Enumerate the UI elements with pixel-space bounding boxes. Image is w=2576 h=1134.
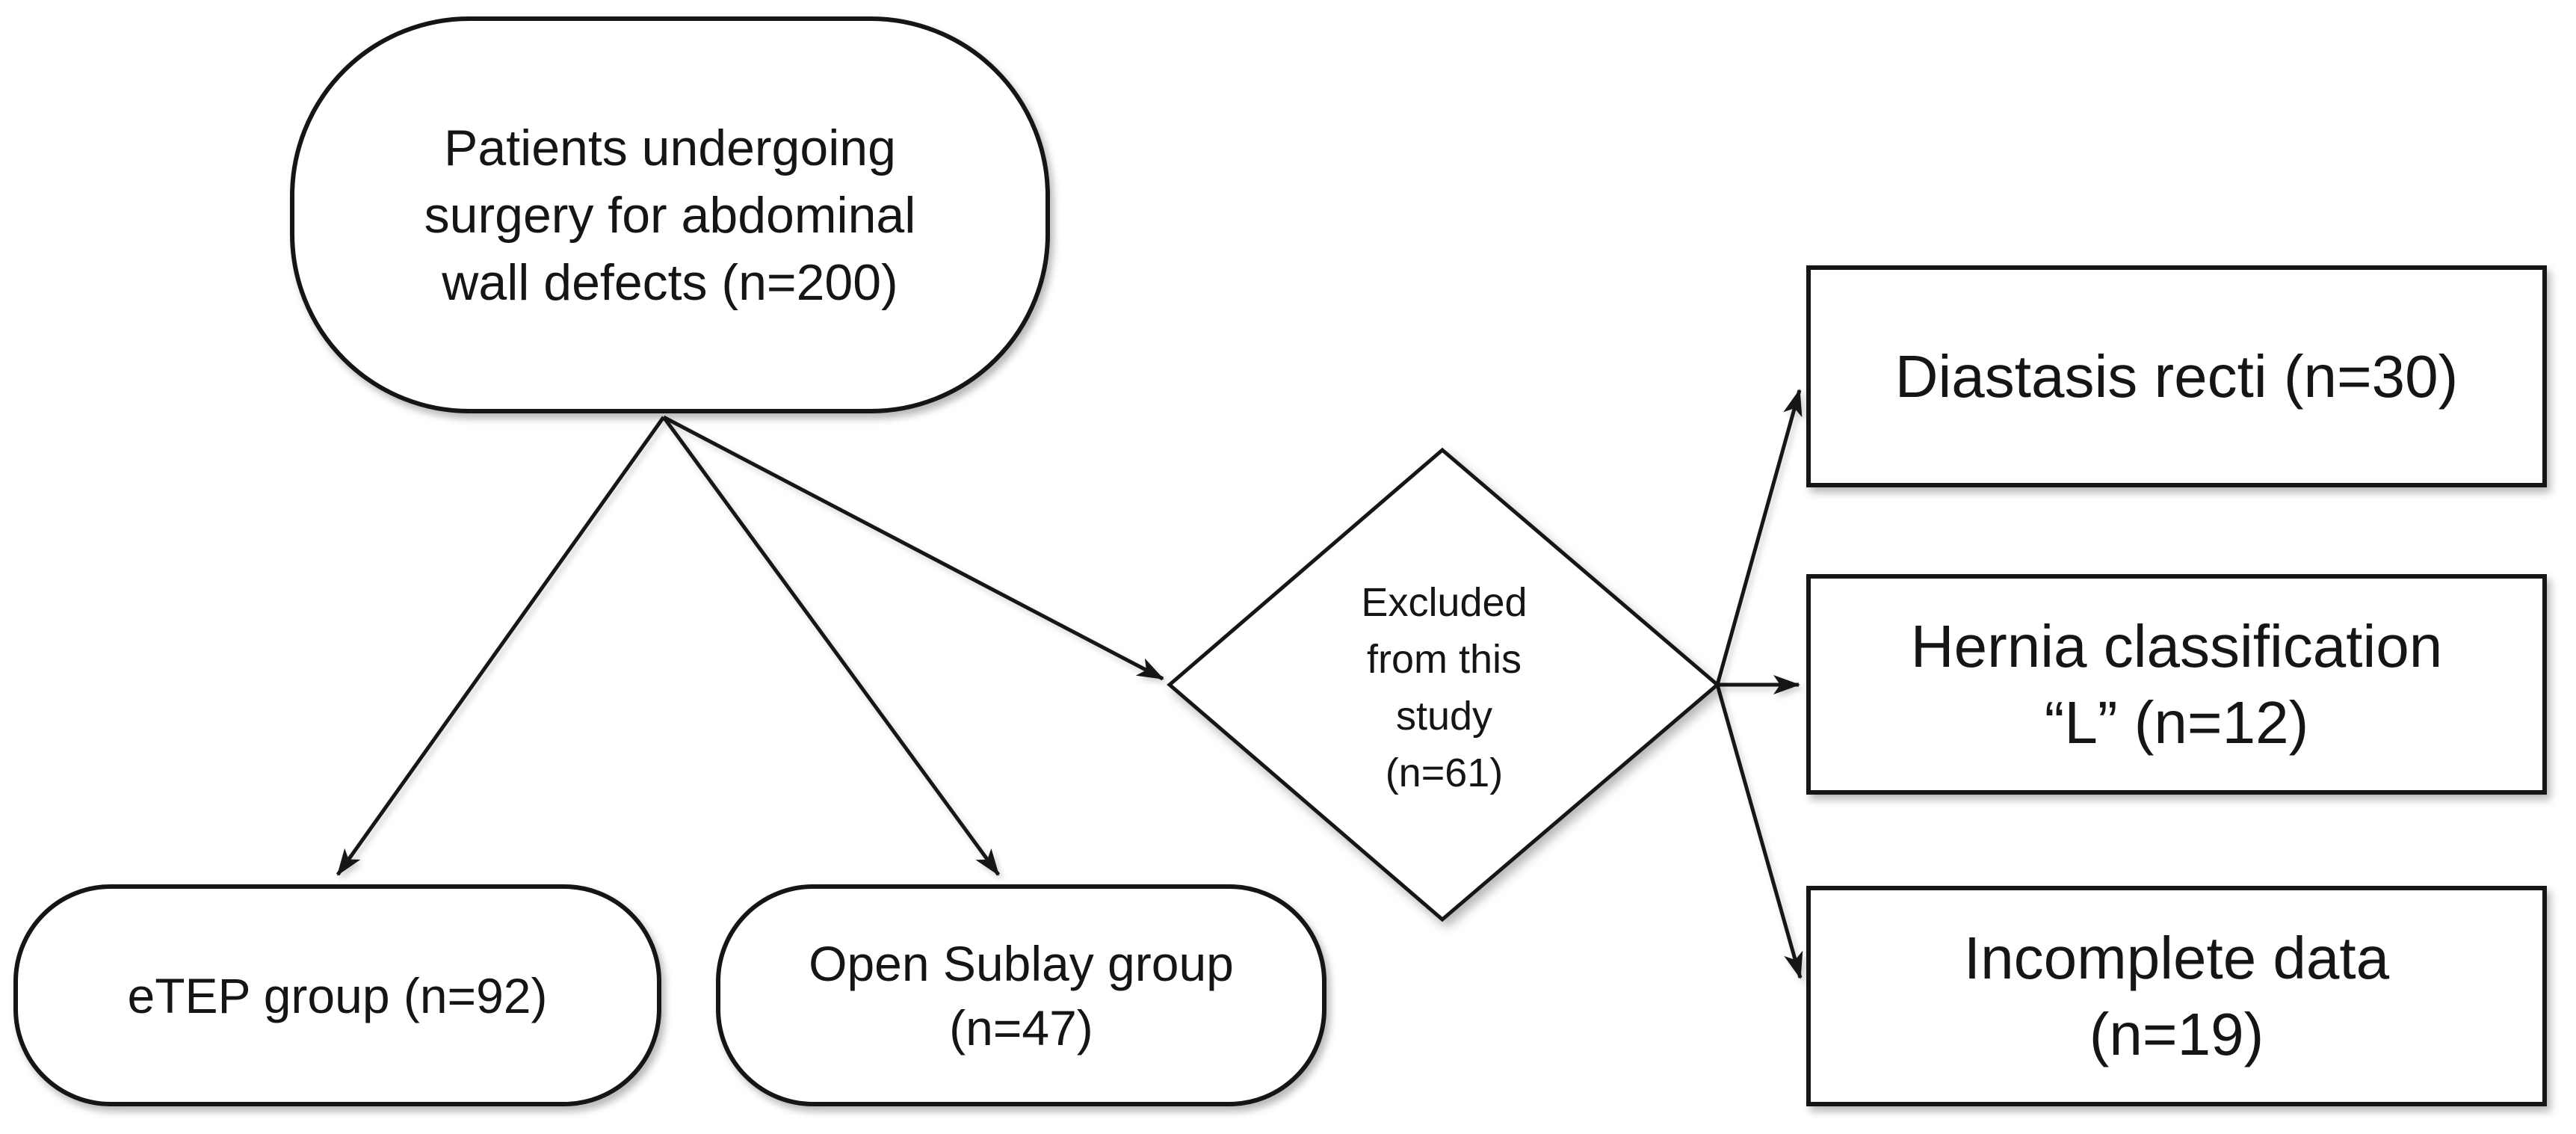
flowchart-node-excluded-label: Excluded from this study (n=61) — [1241, 553, 1648, 822]
flowchart-node-start: Patients undergoing surgery for abdomina… — [290, 16, 1050, 413]
arrow-excluded-to-incomplete — [1715, 684, 1803, 979]
node-incomplete-label: Incomplete data (n=19) — [1963, 924, 2390, 1067]
arrow-start-to-etep — [336, 416, 666, 876]
flowchart-node-excluded-shape — [1167, 447, 1720, 922]
node-start-label: Patients undergoing surgery for abdomina… — [424, 119, 916, 311]
arrow-excluded-to-diastasis — [1715, 389, 1803, 685]
node-excluded-label: Excluded from this study (n=61) — [1361, 580, 1528, 795]
flowchart-node-etep-group: eTEP group (n=92) — [13, 884, 661, 1106]
flowchart-node-incomplete-data: Incomplete data (n=19) — [1806, 886, 2547, 1106]
flowchart-node-open-sublay-group: Open Sublay group (n=47) — [716, 884, 1326, 1106]
node-sublay-label: Open Sublay group (n=47) — [809, 935, 1234, 1056]
flowchart-node-diastasis-recti: Diastasis recti (n=30) — [1806, 265, 2547, 487]
arrow-start-to-sublay — [661, 416, 1001, 876]
flowchart-node-hernia-classification: Hernia classification “L” (n=12) — [1806, 574, 2547, 795]
node-diastasis-label: Diastasis recti (n=30) — [1894, 342, 2459, 410]
node-etep-label: eTEP group (n=92) — [127, 967, 548, 1023]
arrow-start-to-excluded — [662, 415, 1164, 681]
node-hernia-label: Hernia classification “L” (n=12) — [1910, 612, 2443, 756]
